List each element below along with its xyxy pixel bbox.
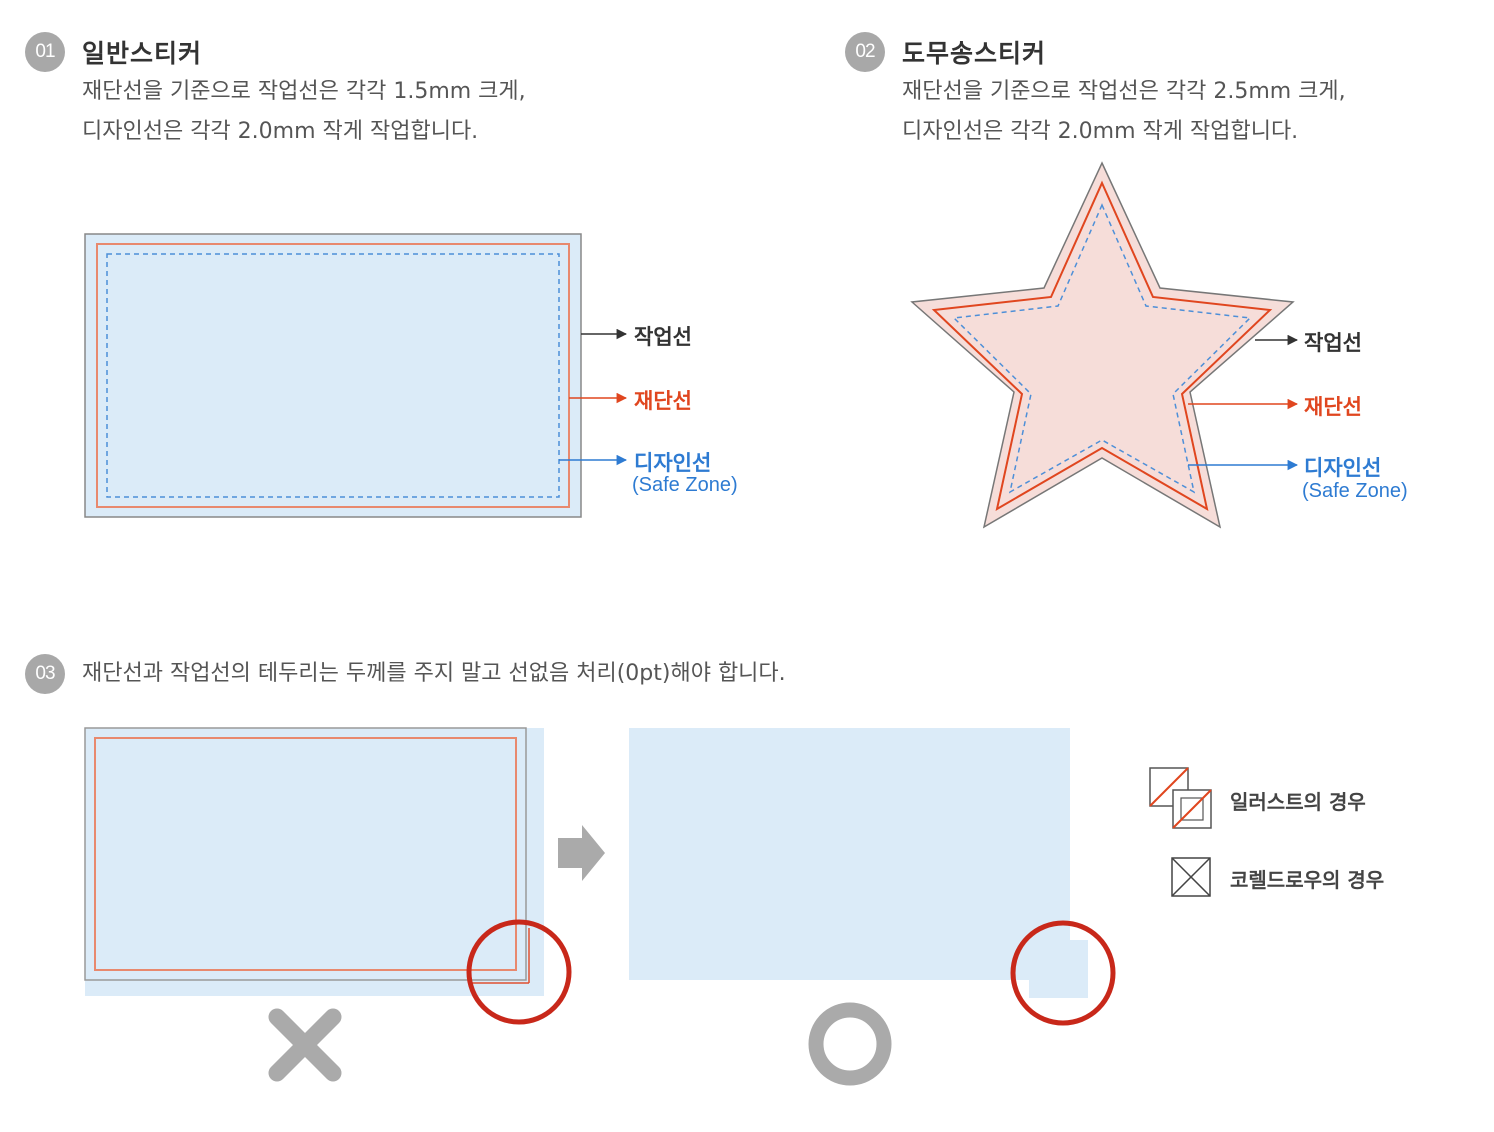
section-description-line-2: 디자인선은 각각 2.0mm 작게 작업합니다. bbox=[82, 119, 479, 144]
work-line-label: 작업선 bbox=[634, 325, 692, 349]
work-line-rect bbox=[84, 727, 527, 981]
legend-illustrator-label: 일러스트의 경우 bbox=[1230, 790, 1366, 814]
right-arrow-icon bbox=[558, 825, 605, 881]
work-line-rect bbox=[84, 233, 582, 518]
highlight-circle bbox=[1010, 920, 1116, 1026]
star-work-line bbox=[910, 161, 1295, 529]
section-description-line-1: 재단선을 기준으로 작업선은 각각 2.5mm 크게, bbox=[902, 79, 1346, 104]
design-line-label: 디자인선 bbox=[1304, 456, 1382, 480]
section-number-badge-03: 03 bbox=[25, 654, 65, 694]
die-cut-sticker-diagram bbox=[910, 161, 1299, 529]
section-title-die-cut-sticker: 도무송스티커 bbox=[902, 39, 1047, 68]
section-number-badge-02: 02 bbox=[845, 32, 885, 72]
section-number-badge-01: 01 bbox=[25, 32, 65, 72]
cut-line-rect bbox=[96, 243, 570, 508]
design-line-label: 디자인선 bbox=[634, 451, 712, 475]
coreldraw-no-outline-icon bbox=[1171, 857, 1211, 897]
cut-line-rect bbox=[94, 737, 517, 971]
safe-zone-label: (Safe Zone) bbox=[1302, 480, 1408, 502]
section-description: 재단선과 작업선의 테두리는 두께를 주지 말고 선없음 처리(0pt)해야 합… bbox=[82, 661, 786, 686]
star-cut-line bbox=[931, 180, 1273, 512]
general-sticker-diagram bbox=[84, 233, 628, 518]
star-design-line bbox=[952, 203, 1252, 494]
section-title-general-sticker: 일반스티커 bbox=[82, 39, 203, 68]
wrong-x-icon bbox=[268, 1008, 342, 1082]
highlight-circle bbox=[466, 919, 572, 1025]
right-example-diagram bbox=[629, 728, 1116, 1086]
section-description-line-1: 재단선을 기준으로 작업선은 각각 1.5mm 크게, bbox=[82, 79, 526, 104]
cut-line-label: 재단선 bbox=[1304, 395, 1362, 419]
work-line-label: 작업선 bbox=[1304, 331, 1362, 355]
no-stroke-rect-main bbox=[629, 728, 1070, 980]
safe-zone-label: (Safe Zone) bbox=[632, 474, 738, 496]
design-line-rect bbox=[106, 253, 560, 498]
cut-line-label: 재단선 bbox=[634, 389, 692, 413]
legend-coreldraw-label: 코렐드로우의 경우 bbox=[1230, 868, 1385, 892]
illustrator-stroke-none-icon bbox=[1149, 767, 1212, 829]
wrong-example-diagram bbox=[84, 727, 572, 1082]
no-stroke-rect-bleed bbox=[1029, 940, 1088, 998]
correct-o-icon bbox=[808, 1002, 892, 1086]
section-description-line-2: 디자인선은 각각 2.0mm 작게 작업합니다. bbox=[902, 119, 1299, 144]
